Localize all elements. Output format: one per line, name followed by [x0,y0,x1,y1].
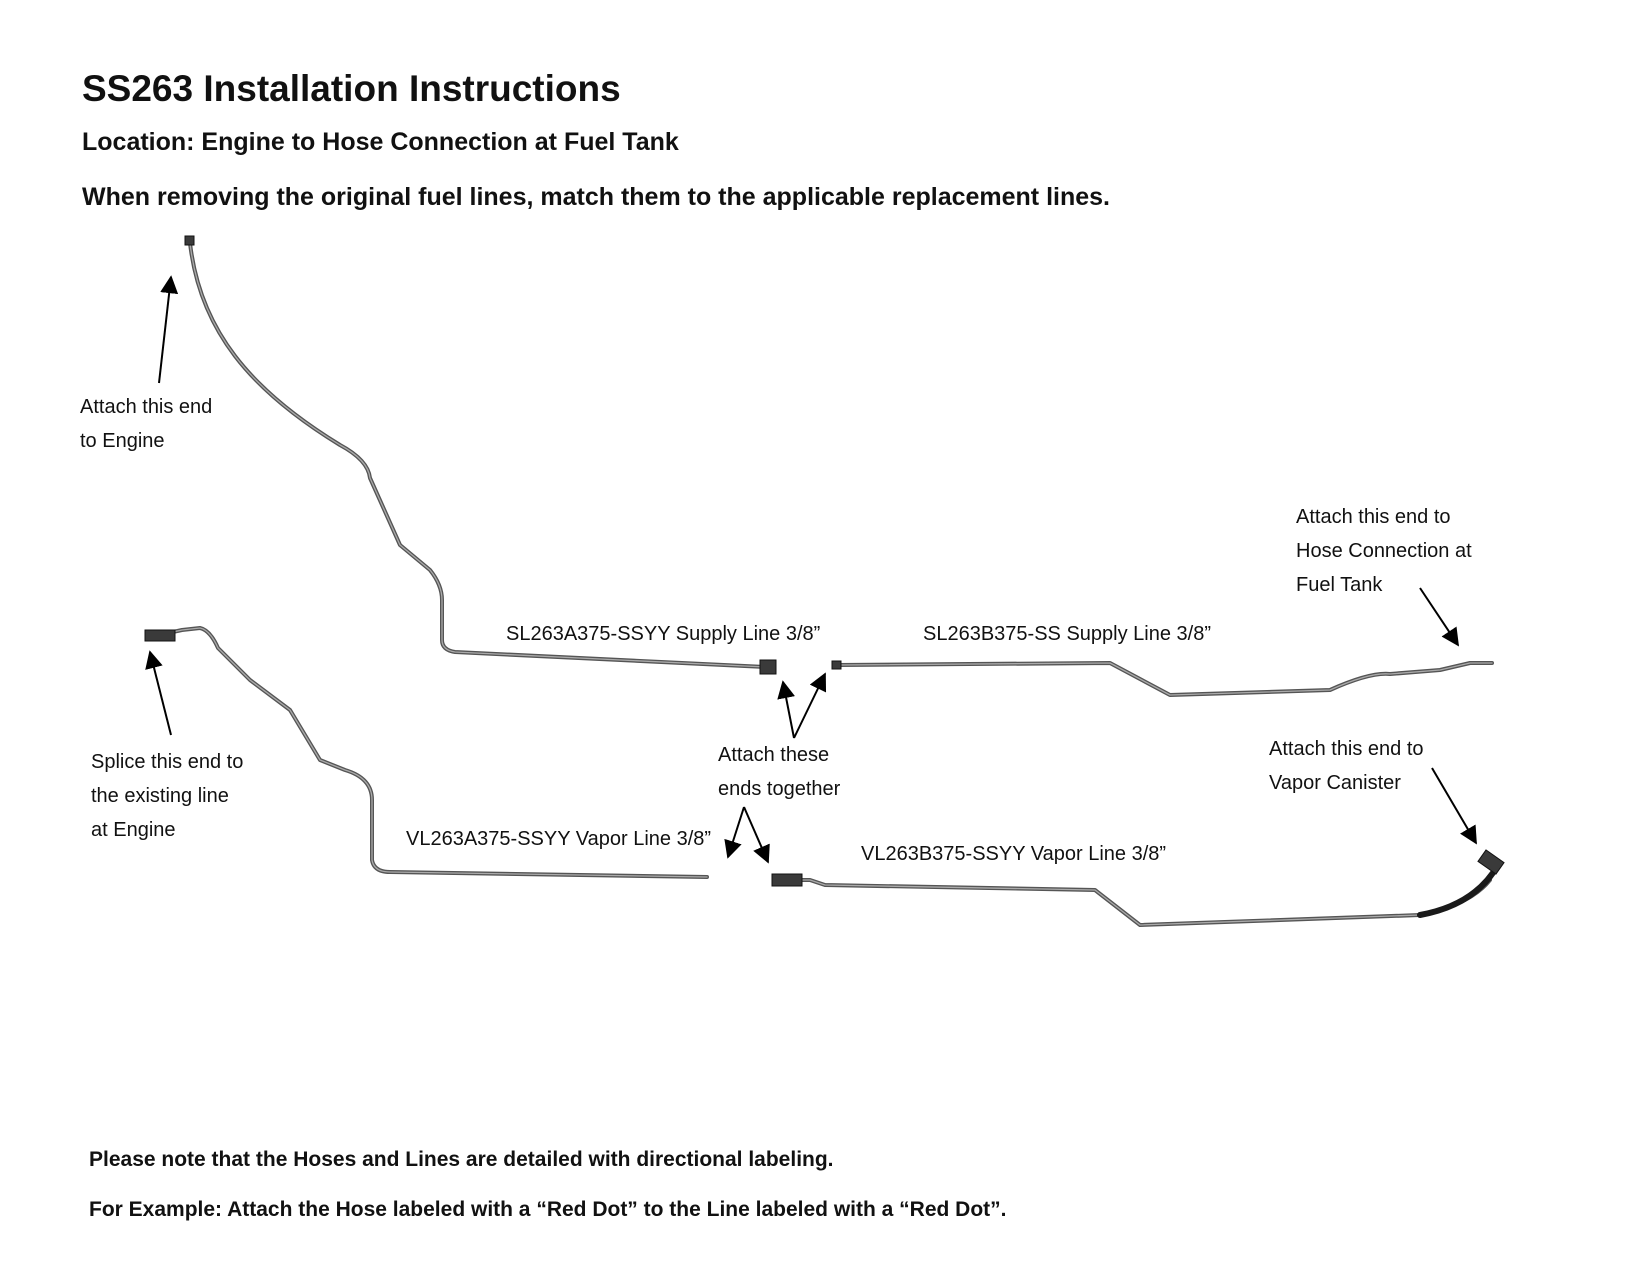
vapor-line-a [144,626,709,879]
label-attach-tank: Attach this end to Hose Connection at Fu… [1296,506,1472,596]
vapor-b-start-fitting [771,873,803,887]
part-supply-a: SL263A375-SSYY Supply Line 3/8” [506,623,821,645]
supply-line-b [831,660,1494,697]
arrow-together-vapor-a [724,806,745,859]
arrow-engine [158,275,179,384]
vapor-hose [1417,862,1501,918]
center-fitting [759,659,777,675]
part-supply-b: SL263B375-SS Supply Line 3/8” [923,623,1211,645]
arrow-together-supply-a [777,680,795,739]
supply-b-start-fitting [831,660,842,670]
page-title: SS263 Installation Instructions [82,68,621,109]
label-attach-engine: Attach this end to Engine [80,396,213,452]
location-subtitle: Location: Engine to Hose Connection at F… [82,128,679,156]
arrow-together-vapor-b [743,806,770,864]
engine-end-fitting [184,235,195,246]
instruction-text: When removing the original fuel lines, m… [82,183,1110,211]
arrow-tank [1419,587,1459,647]
part-vapor-b: VL263B375-SSYY Vapor Line 3/8” [861,843,1167,865]
label-attach-together: Attach these ends together [718,744,841,800]
supply-line-a [184,235,777,675]
label-splice-engine: Splice this end to the existing line at … [91,751,244,841]
footer-note-example: For Example: Attach the Hose labeled wit… [89,1198,1007,1221]
footer-note-directional: Please note that the Hoses and Lines are… [89,1148,834,1171]
part-vapor-a: VL263A375-SSYY Vapor Line 3/8” [406,828,712,850]
arrow-together-supply-b [793,672,827,739]
canister-end-fitting [1477,849,1505,875]
splice-end-fitting [144,629,176,642]
vapor-line-b [771,849,1505,927]
label-attach-canister: Attach this end to Vapor Canister [1269,738,1424,794]
arrow-canister [1431,767,1477,845]
arrow-splice [145,650,172,736]
